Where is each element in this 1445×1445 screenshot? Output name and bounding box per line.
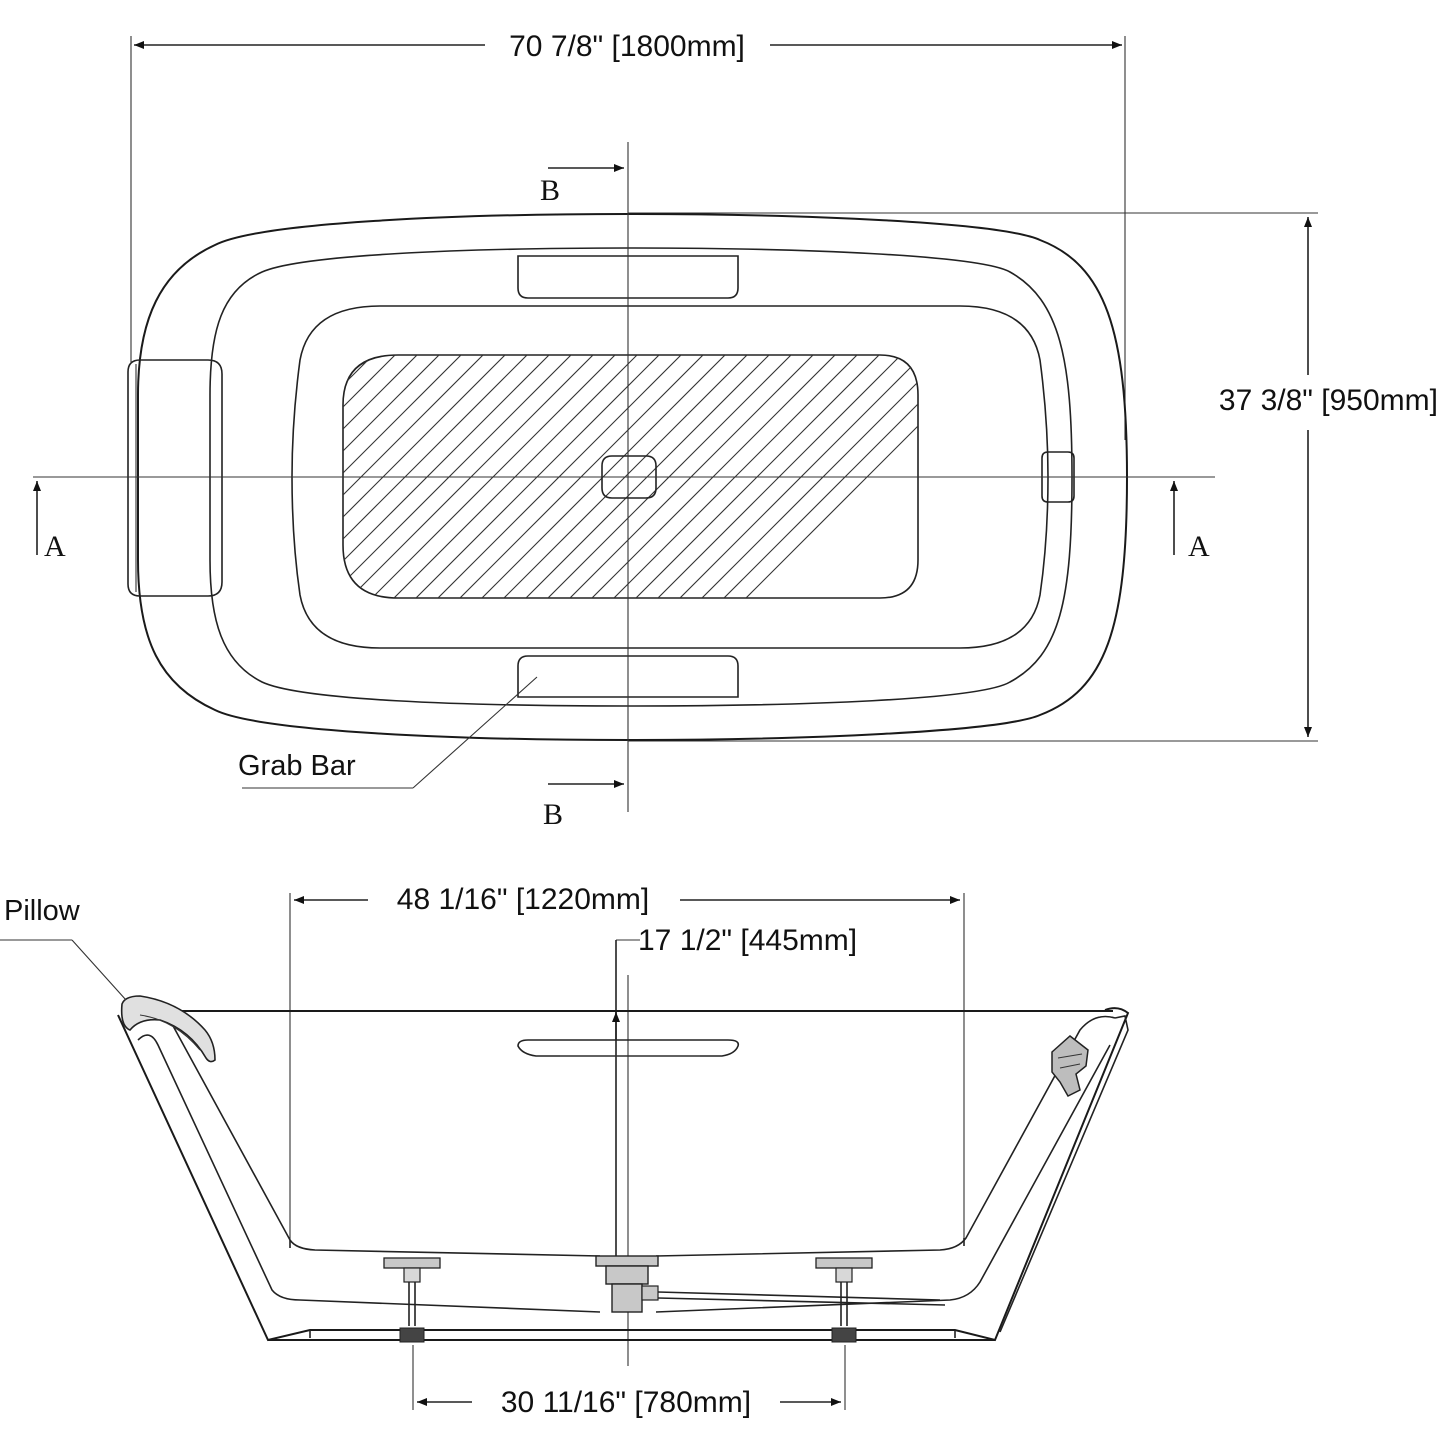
svg-text:A: A xyxy=(44,530,66,563)
hatched-floor xyxy=(342,354,919,599)
tub-inner-wall-left xyxy=(165,1012,601,1257)
svg-text:A: A xyxy=(1188,530,1210,563)
overall-width-dimension: 37 3/8" [950mm] xyxy=(628,212,1438,742)
interior-length-dimension: 48 1/16" [1220mm] xyxy=(289,883,965,1240)
tub-basin xyxy=(291,305,1049,649)
grab-bar-callout: Grab Bar xyxy=(238,676,538,789)
drain-assembly xyxy=(595,1255,946,1313)
section-marker-b-bottom: B xyxy=(543,780,624,831)
leg-spacing-dimension: 30 11/16" [780mm] xyxy=(412,1345,846,1419)
pillow-label: Pillow xyxy=(4,895,81,927)
section-marker-b-top: B xyxy=(540,164,624,207)
water-depth-label: 17 1/2" [445mm] xyxy=(638,924,857,957)
svg-text:B: B xyxy=(540,174,560,207)
pillow-plan xyxy=(127,359,223,597)
side-view: 48 1/16" [1220mm] 17 1/2" [445mm] xyxy=(0,883,1130,1419)
interior-length-label: 48 1/16" [1220mm] xyxy=(397,883,649,916)
drain xyxy=(601,455,657,499)
overall-length-label: 70 7/8" [1800mm] xyxy=(509,30,745,63)
leg-spacing-label: 30 11/16" [780mm] xyxy=(501,1386,751,1419)
leg-left xyxy=(383,1257,441,1343)
pillow-callout: Pillow xyxy=(0,895,127,1001)
svg-text:B: B xyxy=(543,798,563,831)
tub-outer-rim xyxy=(137,212,1129,742)
water-depth-dimension: 17 1/2" [445mm] xyxy=(612,924,857,1261)
grab-bar-label: Grab Bar xyxy=(238,750,356,782)
overall-width-label: 37 3/8" [950mm] xyxy=(1219,384,1438,417)
pillow-side xyxy=(120,995,216,1063)
grab-bar-bottom xyxy=(517,655,739,698)
tub-outer-shell xyxy=(117,1007,1130,1342)
overall-length-dimension: 70 7/8" [1800mm] xyxy=(130,30,1126,440)
leg-right xyxy=(815,1257,873,1343)
tub-deck-edge xyxy=(209,247,1073,707)
overflow-fitting xyxy=(1051,1035,1089,1097)
tub-inner-wall-right xyxy=(655,1015,1116,1257)
section-marker-a-left: A xyxy=(33,481,66,563)
grab-bar-top xyxy=(517,255,739,299)
grab-bar-side xyxy=(517,1039,740,1057)
overflow xyxy=(1041,451,1075,503)
section-marker-a-right: A xyxy=(1170,481,1210,563)
plan-view: 70 7/8" [1800mm] 37 3/8" [950mm] xyxy=(33,30,1438,831)
